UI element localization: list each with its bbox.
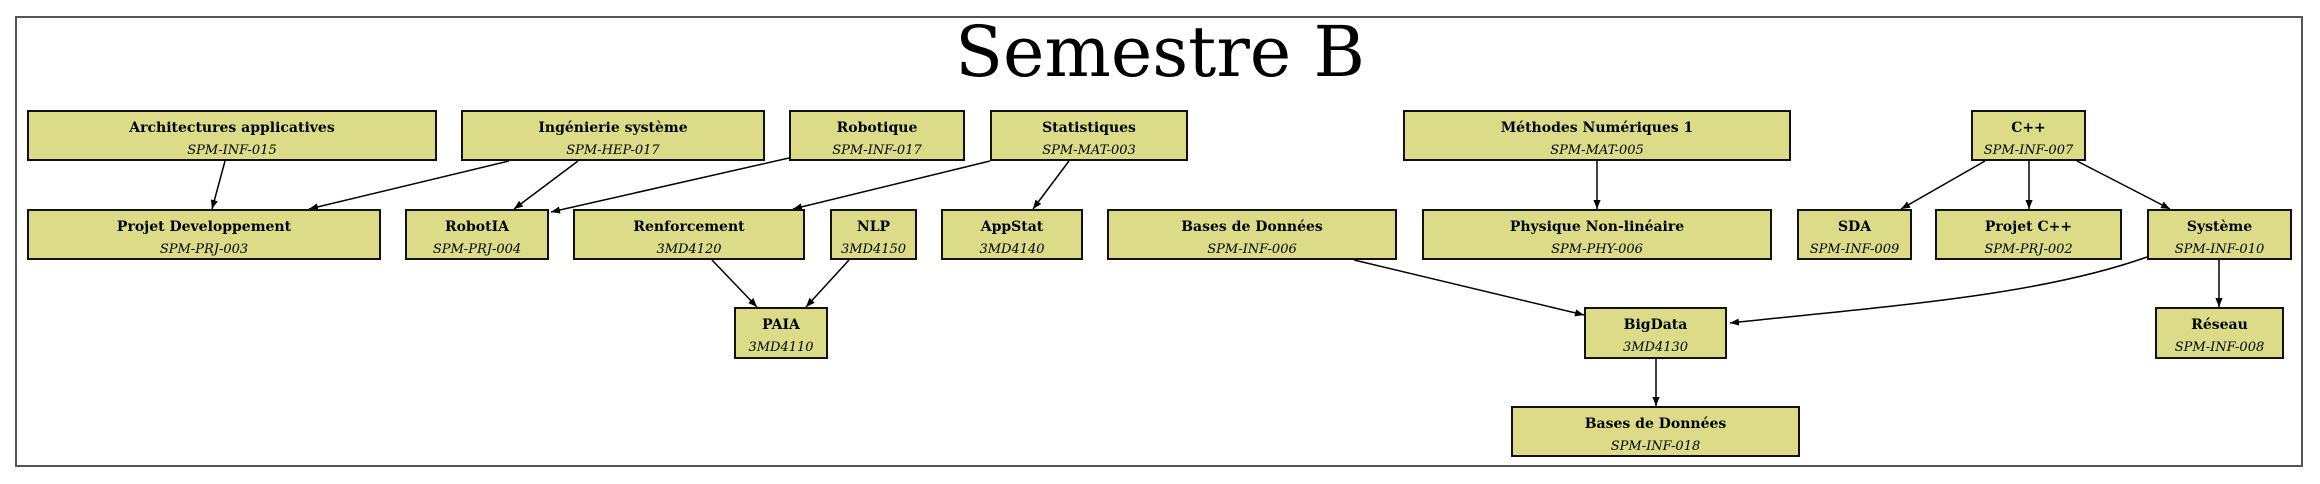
edge-nlp-paia	[805, 259, 850, 308]
node-name: Projet C++	[1984, 219, 2073, 235]
edge-stats-renforcement	[792, 160, 991, 211]
node-name: C++	[2011, 120, 2046, 136]
node-code: 3MD4140	[979, 242, 1045, 257]
node-name: RobotIA	[445, 219, 509, 235]
node-code: SPM-MAT-005	[1550, 143, 1644, 158]
node-name: Physique Non-linéaire	[1509, 219, 1685, 235]
node-code: SPM-INF-010	[2174, 242, 2265, 257]
node-name: Bases de Données	[1181, 219, 1323, 235]
edge-systeme-bigdata	[1729, 256, 2148, 326]
edge-arch-projetdev	[210, 160, 226, 210]
node-code: SPM-INF-008	[2174, 340, 2265, 355]
cluster-title: Semestre B	[955, 11, 1365, 93]
edge-stats-appstat	[1032, 160, 1070, 210]
node-name: Ingénierie système	[538, 120, 688, 136]
node-projet-cpp[interactable]: Projet C++ SPM-PRJ-002	[1935, 209, 2122, 260]
node-bigdata[interactable]: BigData 3MD4130	[1584, 307, 1727, 359]
cluster-frame	[15, 16, 2303, 467]
node-cpp[interactable]: C++ SPM-INF-007	[1971, 110, 2086, 161]
node-paia[interactable]: PAIA 3MD4110	[734, 307, 828, 359]
node-code: 3MD4130	[1622, 340, 1689, 355]
node-name: Réseau	[2191, 317, 2248, 333]
node-code: SPM-INF-006	[1207, 242, 1297, 257]
node-name: Projet Developpement	[116, 219, 292, 235]
node-code: SPM-PRJ-003	[159, 242, 249, 257]
node-sda[interactable]: SDA SPM-INF-009	[1797, 209, 1912, 260]
edge-cpp-sda	[1900, 160, 1986, 210]
edge-ing-projetdev	[308, 160, 510, 211]
node-name: AppStat	[980, 219, 1044, 235]
node-code: 3MD4120	[656, 242, 722, 257]
node-code: 3MD4150	[840, 242, 907, 257]
edge-bdd006-bigdata	[1353, 259, 1585, 317]
node-code: SPM-PRJ-002	[1984, 242, 2073, 257]
node-code: SPM-MAT-003	[1042, 143, 1136, 158]
node-code: SPM-INF-015	[187, 143, 277, 158]
node-appstat[interactable]: AppStat 3MD4140	[941, 209, 1083, 260]
node-name: Méthodes Numériques 1	[1500, 120, 1694, 136]
node-name: SDA	[1837, 219, 1872, 235]
node-name: NLP	[856, 219, 891, 235]
node-name: Architectures applicatives	[129, 120, 335, 136]
node-name: Système	[2186, 219, 2253, 235]
edge-cpp-systeme	[2076, 160, 2171, 210]
node-name: BigData	[1623, 317, 1688, 333]
node-name: Statistiques	[1042, 120, 1136, 136]
node-name: Bases de Données	[1584, 416, 1727, 432]
node-code: 3MD4110	[748, 340, 814, 355]
node-methodes-numeriques-1[interactable]: Méthodes Numériques 1 SPM-MAT-005	[1403, 110, 1791, 161]
edge-robotique-robotia	[550, 157, 790, 214]
node-nlp[interactable]: NLP 3MD4150	[830, 209, 917, 260]
node-code: SPM-PHY-006	[1551, 242, 1643, 257]
edge-renforcement-paia	[711, 259, 758, 308]
node-code: SPM-HEP-017	[566, 143, 660, 158]
node-renforcement[interactable]: Renforcement 3MD4120	[573, 209, 805, 260]
node-code: SPM-INF-017	[832, 143, 922, 158]
node-code: SPM-INF-009	[1809, 242, 1900, 257]
node-code: SPM-INF-007	[1983, 143, 2074, 158]
node-robotia[interactable]: RobotIA SPM-PRJ-004	[405, 209, 549, 260]
node-name: Robotique	[836, 120, 918, 136]
edge-ing-robotia	[513, 160, 579, 210]
node-name: Renforcement	[633, 219, 745, 235]
node-name: PAIA	[762, 317, 800, 333]
node-code: SPM-INF-018	[1610, 439, 1701, 454]
node-code: SPM-PRJ-004	[432, 242, 522, 257]
